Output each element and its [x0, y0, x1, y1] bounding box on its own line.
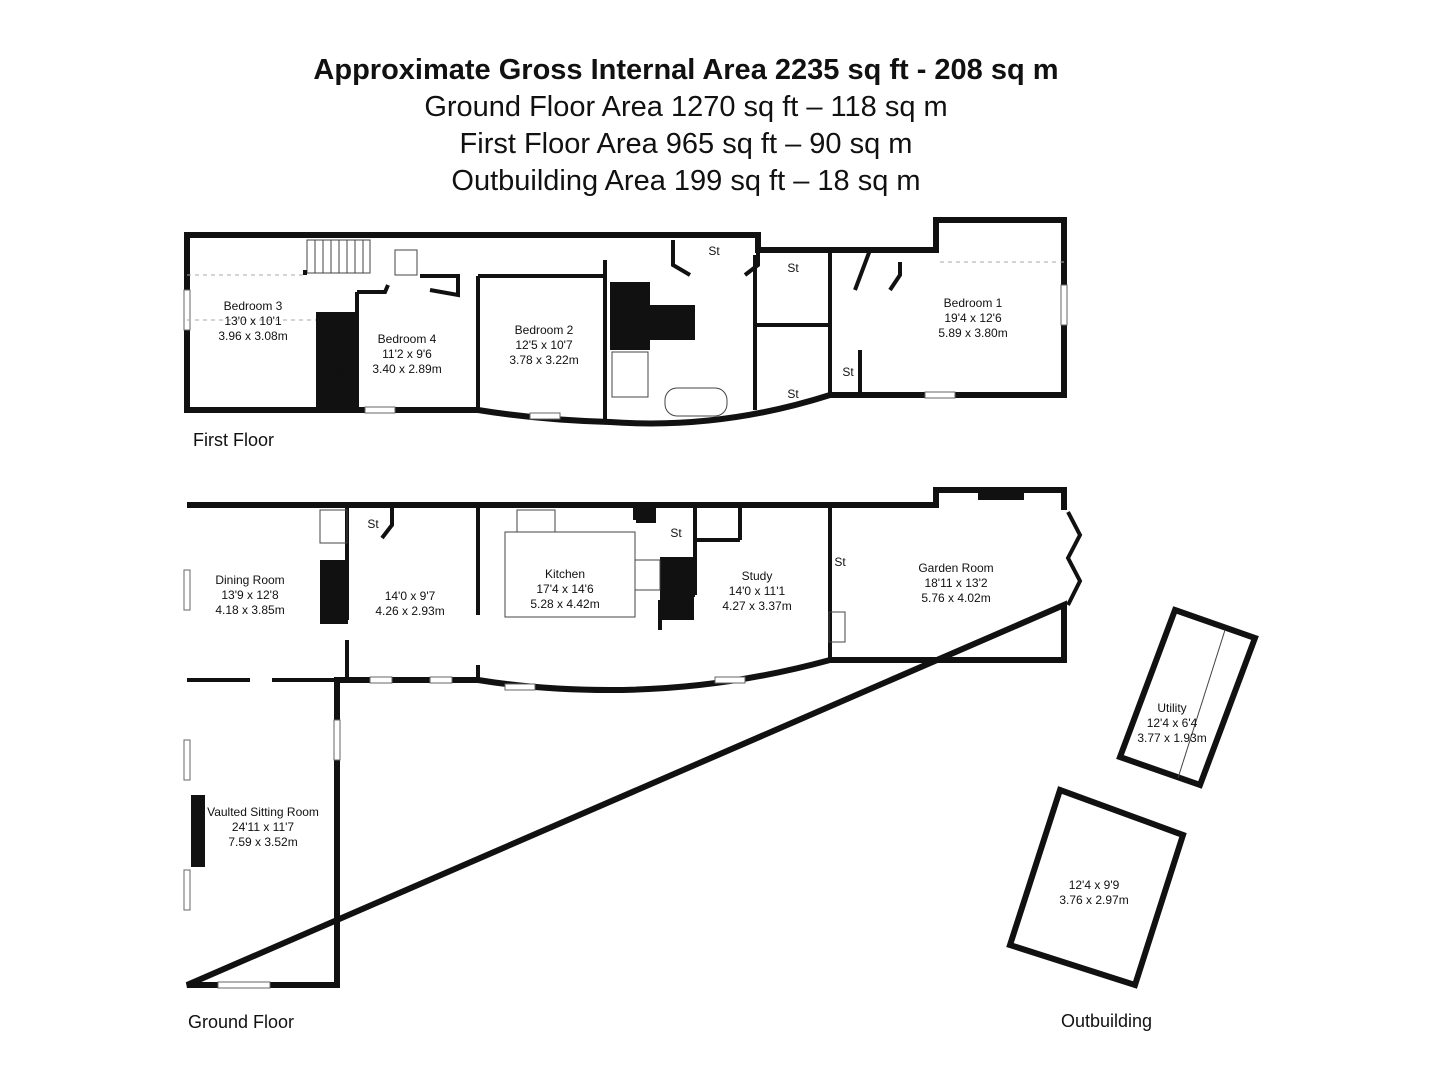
- outbuilding-area: Outbuilding Area 199 sq ft – 18 sq m: [451, 165, 921, 197]
- storage-label: St: [708, 244, 720, 258]
- room-imperial: 17'4 x 14'6: [536, 582, 594, 596]
- outbuilding-label: Outbuilding: [1061, 1011, 1152, 1031]
- ground-floor-area: Ground Floor Area 1270 sq ft – 118 sq m: [424, 91, 948, 123]
- room-imperial: 14'0 x 9'7: [385, 589, 436, 603]
- storage-label: St: [670, 526, 682, 540]
- room-metric: 4.26 x 2.93m: [375, 604, 444, 618]
- room-name: Bedroom 2: [515, 323, 574, 337]
- room-metric: 3.40 x 2.89m: [372, 362, 441, 376]
- room-imperial: 19'4 x 12'6: [944, 311, 1002, 325]
- room-name: Garden Room: [918, 561, 993, 575]
- first-floor-area: First Floor Area 965 sq ft – 90 sq m: [459, 128, 913, 160]
- room-imperial: 13'0 x 10'1: [224, 314, 282, 328]
- room-imperial: 12'4 x 9'9: [1069, 878, 1120, 892]
- outbuilding-plan: Utility 12'4 x 6'4 3.77 x 1.93m 12'4 x 9…: [1006, 606, 1259, 1031]
- room-metric: 3.78 x 3.22m: [509, 353, 578, 367]
- room-metric: 4.18 x 3.85m: [215, 603, 284, 617]
- room-name: Bedroom 4: [378, 332, 437, 346]
- storage-label: St: [787, 261, 799, 275]
- room-name: Study: [742, 569, 773, 583]
- storage-label: St: [787, 387, 799, 401]
- room-metric: 5.28 x 4.42m: [530, 597, 599, 611]
- first-floor-plan: Bedroom 3 13'0 x 10'1 3.96 x 3.08m Bedro…: [183, 217, 1068, 450]
- room-imperial: 11'2 x 9'6: [382, 347, 432, 361]
- room-imperial: 18'11 x 13'2: [924, 576, 987, 590]
- gross-area-title: Approximate Gross Internal Area 2235 sq …: [313, 54, 1059, 86]
- room-metric: 3.76 x 2.97m: [1059, 893, 1128, 907]
- room-name: Bedroom 1: [944, 296, 1003, 310]
- storage-label: St: [842, 365, 854, 379]
- room-metric: 5.76 x 4.02m: [921, 591, 990, 605]
- room-imperial: 12'4 x 6'4: [1147, 716, 1198, 730]
- room-imperial: 12'5 x 10'7: [515, 338, 573, 352]
- room-name: Utility: [1157, 701, 1186, 715]
- storage-label: St: [330, 365, 342, 379]
- room-metric: 7.59 x 3.52m: [228, 835, 297, 849]
- room-metric: 3.77 x 1.93m: [1137, 731, 1206, 745]
- room-name: Bedroom 3: [224, 299, 283, 313]
- room-metric: 3.96 x 3.08m: [218, 329, 287, 343]
- room-name: Vaulted Sitting Room: [207, 805, 319, 819]
- room-imperial: 13'9 x 12'8: [221, 588, 279, 602]
- room-metric: 5.89 x 3.80m: [938, 326, 1007, 340]
- room-metric: 4.27 x 3.37m: [722, 599, 791, 613]
- room-name: Dining Room: [215, 573, 284, 587]
- ground-floor-plan: Dining Room 13'9 x 12'8 4.18 x 3.85m 14'…: [183, 487, 1083, 1032]
- room-imperial: 24'11 x 11'7: [232, 820, 295, 834]
- storage-label: St: [367, 517, 379, 531]
- room-name: Kitchen: [545, 567, 585, 581]
- storage-label: St: [834, 555, 846, 569]
- ground-floor-label: Ground Floor: [188, 1012, 294, 1032]
- room-imperial: 14'0 x 11'1: [729, 584, 786, 598]
- first-floor-label: First Floor: [193, 430, 274, 450]
